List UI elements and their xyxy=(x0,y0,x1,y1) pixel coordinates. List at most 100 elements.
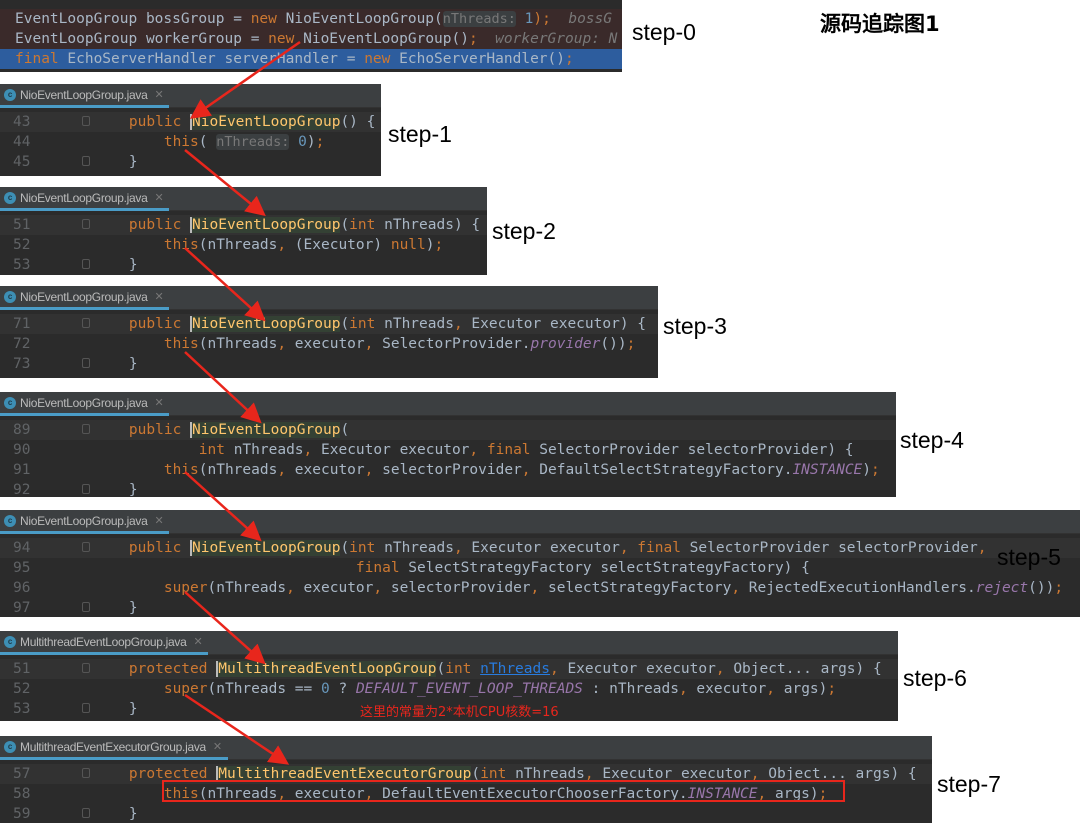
fold-icon[interactable] xyxy=(82,116,90,126)
java-class-icon: c xyxy=(4,88,16,101)
code-token: MultithreadEventExecutorGroup xyxy=(216,766,472,782)
code-token: executor xyxy=(294,580,374,596)
code-text: super(nThreads == 0 ? DEFAULT_EVENT_LOOP… xyxy=(94,679,836,699)
code-token: executor xyxy=(687,681,767,697)
highlight-box xyxy=(162,780,845,802)
fold-icon[interactable] xyxy=(82,768,90,778)
code-token xyxy=(94,237,164,253)
code-token: (nThreads == xyxy=(207,681,321,697)
code-token: nThreads xyxy=(375,316,454,332)
code-token: workerGroup: N xyxy=(477,31,618,47)
code-token: provider xyxy=(530,336,601,352)
code-token: this xyxy=(163,462,199,478)
file-tab[interactable]: c NioEventLoopGroup.java ✕ xyxy=(0,84,170,108)
line-number: 53 xyxy=(13,257,31,273)
code-token: nThreads: xyxy=(442,11,516,27)
code-token: int xyxy=(198,442,225,458)
code-token: (nThreads xyxy=(198,336,278,352)
code-token: } xyxy=(94,701,138,717)
close-tab-icon[interactable]: ✕ xyxy=(154,192,164,204)
code-token: , xyxy=(757,786,767,802)
fold-icon[interactable] xyxy=(82,358,90,368)
fold-icon[interactable] xyxy=(82,484,90,494)
code-token: ( xyxy=(340,422,350,438)
code-text: protected MultithreadEventLoopGroup(int … xyxy=(94,659,882,679)
code-token: , xyxy=(277,462,287,478)
file-tab-label: NioEventLoopGroup.java xyxy=(20,513,148,528)
code-token: , xyxy=(303,442,313,458)
code-token: ; xyxy=(434,237,444,253)
fold-icon[interactable] xyxy=(82,259,90,269)
line-number: 45 xyxy=(13,154,31,170)
code-text: } xyxy=(94,804,138,824)
code-text: protected MultithreadEventExecutorGroup(… xyxy=(94,764,917,784)
line-number: 57 xyxy=(13,766,31,782)
code-token: nThreads: xyxy=(216,134,290,150)
code-token: DefaultEventExecutorChooserFactory. xyxy=(373,786,688,802)
code-token: nThreads xyxy=(480,661,550,677)
fold-icon[interactable] xyxy=(82,663,90,673)
code-token: ; xyxy=(827,681,837,697)
close-tab-icon[interactable]: ✕ xyxy=(154,89,164,101)
fold-icon[interactable] xyxy=(82,156,90,166)
code-token xyxy=(94,316,129,332)
code-line: 94 public NioEventLoopGroup(int nThreads… xyxy=(0,538,1080,558)
fold-icon[interactable] xyxy=(82,703,90,713)
code-token: SelectorProvider. xyxy=(373,336,531,352)
code-token: ( xyxy=(340,540,350,556)
code-text: this(nThreads, (Executor) null); xyxy=(94,235,443,255)
close-tab-icon[interactable]: ✕ xyxy=(193,636,203,648)
close-tab-icon[interactable]: ✕ xyxy=(154,291,164,303)
fold-icon[interactable] xyxy=(82,808,90,818)
fold-icon[interactable] xyxy=(82,424,90,434)
code-token: EchoServerHandler serverHandler = xyxy=(58,51,365,67)
fold-icon[interactable] xyxy=(82,219,90,229)
code-token: nThreads xyxy=(506,766,585,782)
code-token: SelectorProvider selectorProvider xyxy=(680,540,978,556)
code-text: } xyxy=(94,699,138,719)
line-number: 95 xyxy=(13,560,31,576)
step-label: step-3 xyxy=(663,313,727,339)
code-token: ( xyxy=(198,134,217,150)
file-tab-label: NioEventLoopGroup.java xyxy=(20,87,148,102)
file-tab-label: MultithreadEventExecutorGroup.java xyxy=(20,739,206,754)
line-number: 96 xyxy=(13,580,31,596)
code-token: (Executor) xyxy=(286,237,391,253)
code-token: (nThreads xyxy=(198,237,278,253)
code-token: super xyxy=(163,580,208,596)
code-token: , xyxy=(530,580,540,596)
code-text: EventLoopGroup bossGroup = new NioEventL… xyxy=(15,9,612,29)
line-number: 59 xyxy=(13,806,31,822)
code-token: NioEventLoopGroup( xyxy=(276,11,443,27)
close-tab-icon[interactable]: ✕ xyxy=(154,515,164,527)
code-line: 97 } xyxy=(0,598,1080,618)
code-token: int xyxy=(349,316,376,332)
fold-icon[interactable] xyxy=(82,542,90,552)
code-token: , xyxy=(678,681,688,697)
code-token: : nThreads xyxy=(582,681,679,697)
code-line: 51 protected MultithreadEventLoopGroup(i… xyxy=(0,659,898,679)
code-token: , xyxy=(731,580,741,596)
fold-icon[interactable] xyxy=(82,602,90,612)
code-token: ( xyxy=(340,217,350,233)
close-tab-icon[interactable]: ✕ xyxy=(154,397,164,409)
code-token: Object... args) { xyxy=(724,661,882,677)
code-token: int xyxy=(445,661,481,677)
close-tab-icon[interactable]: ✕ xyxy=(212,741,222,753)
code-token: ()) xyxy=(600,336,627,352)
code-text: int nThreads, Executor executor, final S… xyxy=(94,440,854,460)
line-number: 97 xyxy=(13,600,31,616)
fold-icon[interactable] xyxy=(82,318,90,328)
code-text: final EchoServerHandler serverHandler = … xyxy=(15,49,574,69)
code-line: final EchoServerHandler serverHandler = … xyxy=(0,49,622,69)
code-token xyxy=(94,462,164,478)
code-token: final xyxy=(355,560,400,576)
